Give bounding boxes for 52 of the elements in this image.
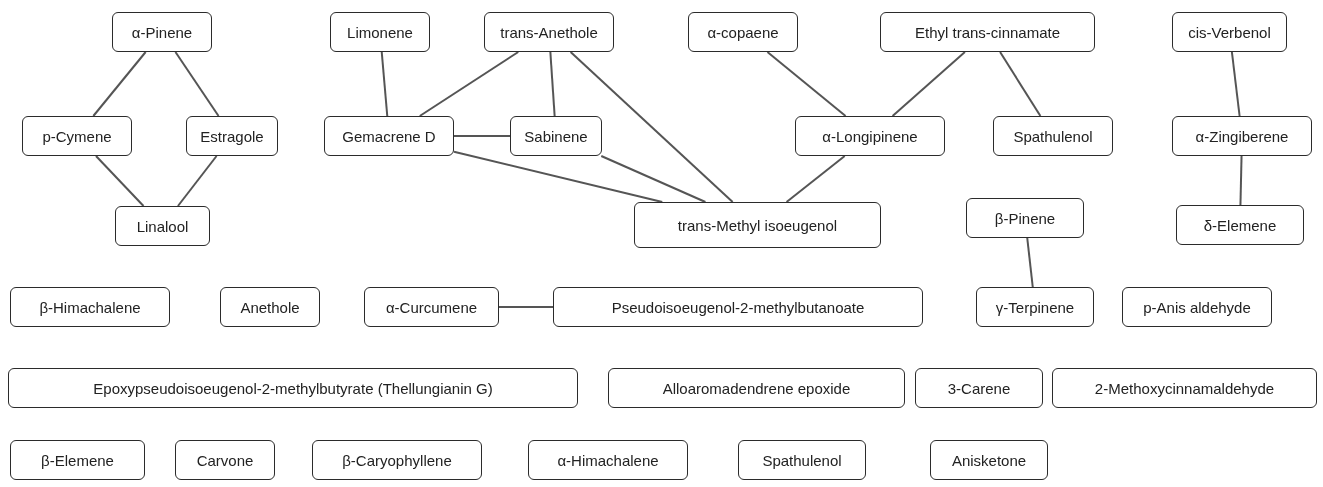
compound-box: α-Curcumene	[364, 287, 499, 327]
connector-line	[95, 155, 145, 207]
compound-box: α-Pinene	[112, 12, 212, 52]
connector-line	[766, 51, 847, 117]
compound-box: γ-Terpinene	[976, 287, 1094, 327]
compound-box: β-Elemene	[10, 440, 145, 480]
compound-box: β-Caryophyllene	[312, 440, 482, 480]
compound-box: trans-Methyl isoeugenol	[634, 202, 881, 248]
connector-line	[174, 51, 220, 117]
compound-box: Estragole	[186, 116, 278, 156]
compound-box: Anisketone	[930, 440, 1048, 480]
compound-box: Gemacrene D	[324, 116, 454, 156]
connector-line	[1026, 237, 1034, 288]
compound-box: Anethole	[220, 287, 320, 327]
connector-line	[600, 155, 707, 203]
compound-box: Ethyl trans-cinnamate	[880, 12, 1095, 52]
connector-line	[380, 51, 389, 117]
compound-box: Limonene	[330, 12, 430, 52]
compound-box: Alloaromadendrene epoxide	[608, 368, 905, 408]
compound-box: δ-Elemene	[1176, 205, 1304, 245]
compound-box: Pseudoisoeugenol-2-methylbutanoate	[553, 287, 923, 327]
connector-line	[498, 306, 554, 308]
compound-box: β-Himachalene	[10, 287, 170, 327]
compound-box: α-Himachalene	[528, 440, 688, 480]
compound-box: trans-Anethole	[484, 12, 614, 52]
connector-line	[891, 51, 966, 117]
compound-box: Spathulenol	[993, 116, 1113, 156]
connector-line	[453, 135, 511, 137]
compound-box: 2-Methoxycinnamaldehyde	[1052, 368, 1317, 408]
connector-line	[549, 51, 556, 117]
compound-box: cis-Verbenol	[1172, 12, 1287, 52]
compound-box: Epoxypseudoisoeugenol-2-methylbutyrate (Thellungianin G)	[8, 368, 578, 408]
compound-box: p-Cymene	[22, 116, 132, 156]
compound-box: Carvone	[175, 440, 275, 480]
connector-line	[785, 155, 846, 203]
compound-box: Linalool	[115, 206, 210, 246]
compound-box: p-Anis aldehyde	[1122, 287, 1272, 327]
compound-box: Spathulenol	[738, 440, 866, 480]
connector-line	[999, 51, 1042, 117]
compound-box: Sabinene	[510, 116, 602, 156]
connector-line	[569, 51, 734, 203]
connector-line	[453, 150, 664, 203]
compound-box: α-Longipinene	[795, 116, 945, 156]
compound-box: 3-Carene	[915, 368, 1043, 408]
compound-box: α-copaene	[688, 12, 798, 52]
connector-line	[1239, 155, 1243, 206]
connector-line	[1230, 51, 1241, 117]
compound-box: α-Zingiberene	[1172, 116, 1312, 156]
connector-line	[176, 155, 218, 207]
connector-line	[92, 51, 147, 117]
connector-line	[418, 51, 520, 117]
compound-box: β-Pinene	[966, 198, 1084, 238]
